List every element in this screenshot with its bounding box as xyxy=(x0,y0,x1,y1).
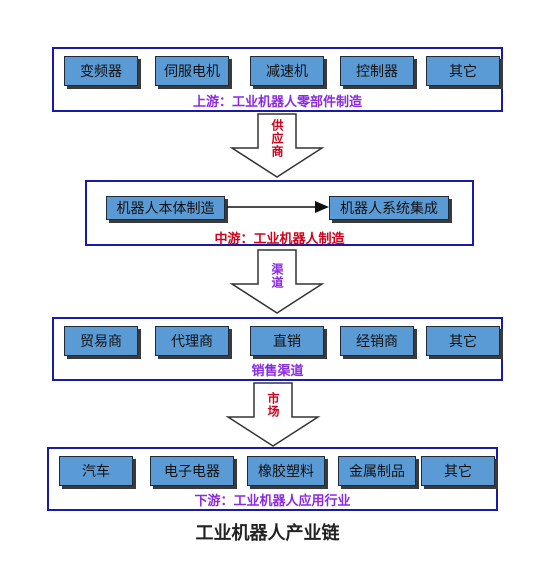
arrow-market-label: 市场 xyxy=(266,392,280,418)
upstream-box-other: 其它 xyxy=(426,56,500,86)
upstream-tier: 变频器 伺服电机 减速机 控制器 其它 上游：工业机器人零部件制造 xyxy=(52,47,503,112)
upstream-box-reducer: 减速机 xyxy=(250,56,324,86)
arrow-channel: 渠道 xyxy=(229,249,325,315)
upstream-box-inverter: 变频器 xyxy=(64,56,138,86)
down-arrow-icon xyxy=(225,382,321,447)
channel-box-trader: 贸易商 xyxy=(64,326,138,356)
downstream-caption: 下游：工业机器人应用行业 xyxy=(194,494,351,509)
downstream-box-metal-products: 金属制品 xyxy=(338,456,416,486)
downstream-box-other: 其它 xyxy=(421,456,495,486)
channel-caption: 销售渠道 xyxy=(251,364,304,379)
arrow-supplier: 供应商 xyxy=(229,113,325,179)
midstream-caption: 中游：工业机器人制造 xyxy=(214,232,345,247)
upstream-box-controller: 控制器 xyxy=(340,56,414,86)
channel-tier: 贸易商 代理商 直销 经销商 其它 销售渠道 xyxy=(52,317,503,381)
midstream-box-body-manufacturing: 机器人本体制造 xyxy=(106,196,225,220)
downstream-tier: 汽车 电子电器 橡胶塑料 金属制品 其它 下游：工业机器人应用行业 xyxy=(47,447,498,511)
channel-box-agent: 代理商 xyxy=(155,326,229,356)
channel-box-other: 其它 xyxy=(426,326,500,356)
upstream-caption: 上游：工业机器人零部件制造 xyxy=(192,95,362,110)
downstream-box-rubber-plastic: 橡胶塑料 xyxy=(247,456,325,486)
midstream-tier: 机器人本体制造 机器人系统集成 中游：工业机器人制造 xyxy=(85,180,474,247)
channel-box-direct-sales: 直销 xyxy=(250,326,324,356)
upstream-box-servo-motor: 伺服电机 xyxy=(155,56,229,86)
downstream-box-automotive: 汽车 xyxy=(59,456,133,486)
arrow-right-icon xyxy=(227,201,329,213)
down-arrow-icon xyxy=(229,249,325,314)
downstream-box-electronics: 电子电器 xyxy=(150,456,234,486)
down-arrow-icon xyxy=(229,113,325,178)
arrow-market: 市场 xyxy=(225,382,321,448)
midstream-box-system-integration: 机器人系统集成 xyxy=(329,196,449,220)
channel-box-dealer: 经销商 xyxy=(340,326,414,356)
diagram-title: 工业机器人产业链 xyxy=(195,523,340,544)
arrow-supplier-label: 供应商 xyxy=(270,119,284,158)
arrow-channel-label: 渠道 xyxy=(270,263,284,289)
